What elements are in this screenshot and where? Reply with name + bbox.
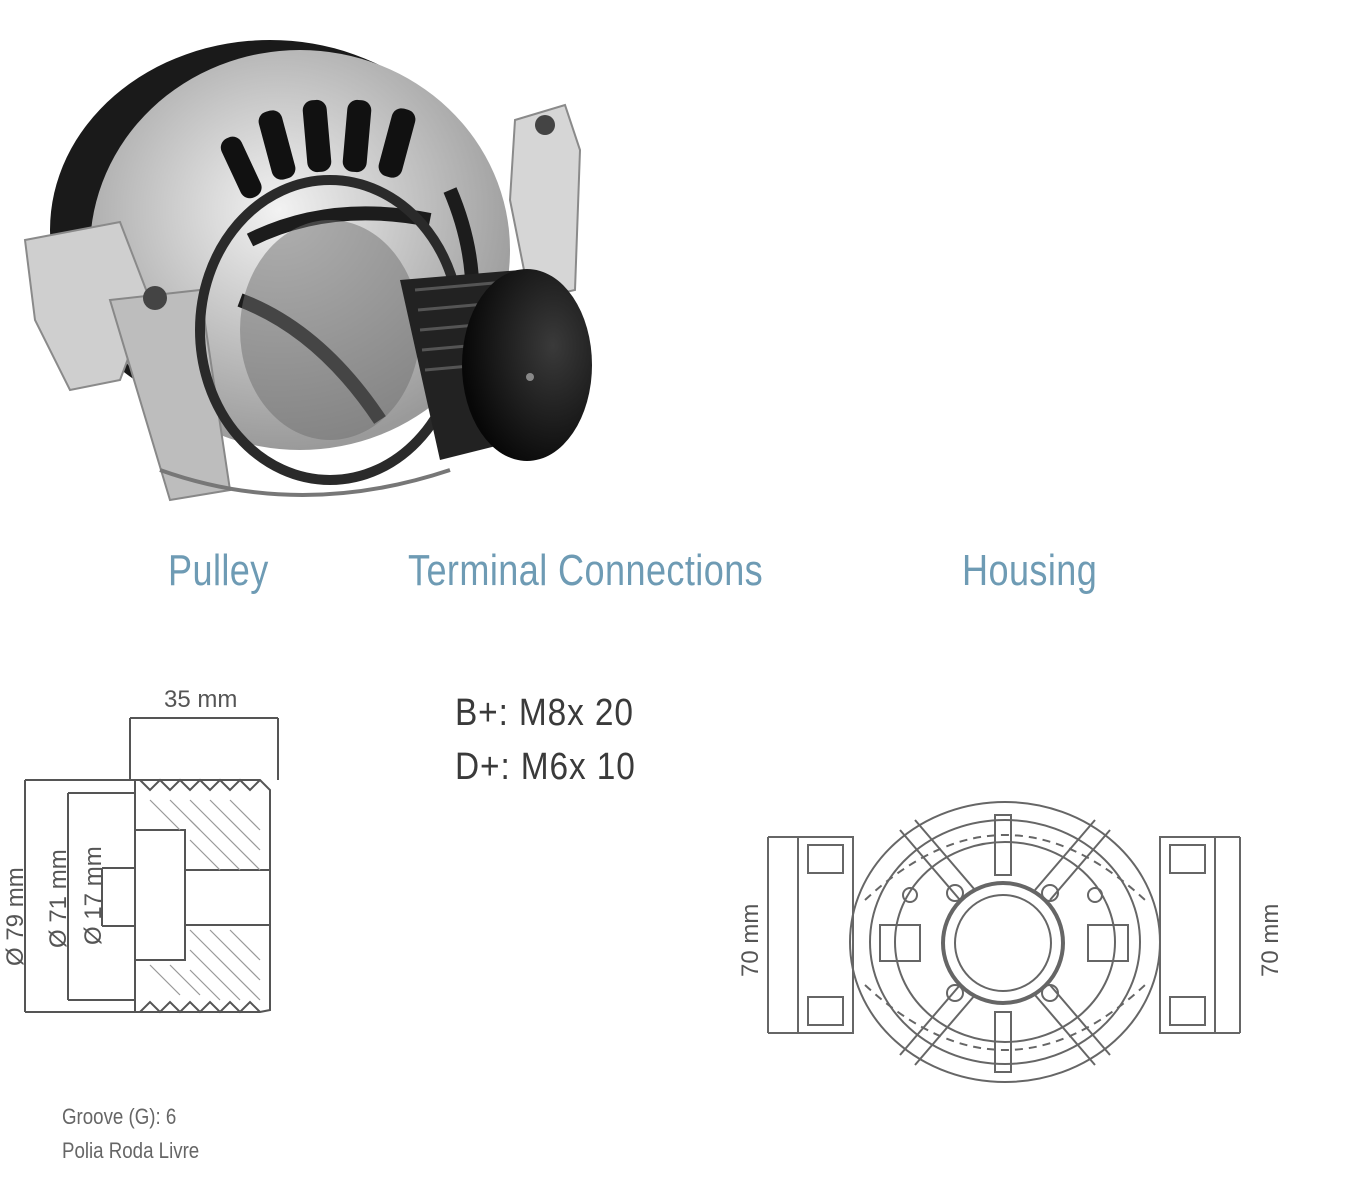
housing-left-dim: 70 mm bbox=[737, 903, 764, 977]
pulley-width-dim: 35 mm bbox=[164, 686, 238, 713]
heading-housing: Housing bbox=[962, 546, 1098, 595]
terminal-b-plus: B+: M8x 20 bbox=[455, 692, 634, 734]
heading-terminal-connections: Terminal Connections bbox=[408, 546, 764, 595]
pulley-type-note: Polia Roda Livre bbox=[62, 1138, 200, 1163]
heading-pulley: Pulley bbox=[168, 546, 269, 595]
housing-right-dim: 70 mm bbox=[1257, 903, 1284, 977]
terminal-d-plus: D+: M6x 10 bbox=[455, 746, 636, 788]
groove-note: Groove (G): 6 bbox=[62, 1104, 177, 1129]
